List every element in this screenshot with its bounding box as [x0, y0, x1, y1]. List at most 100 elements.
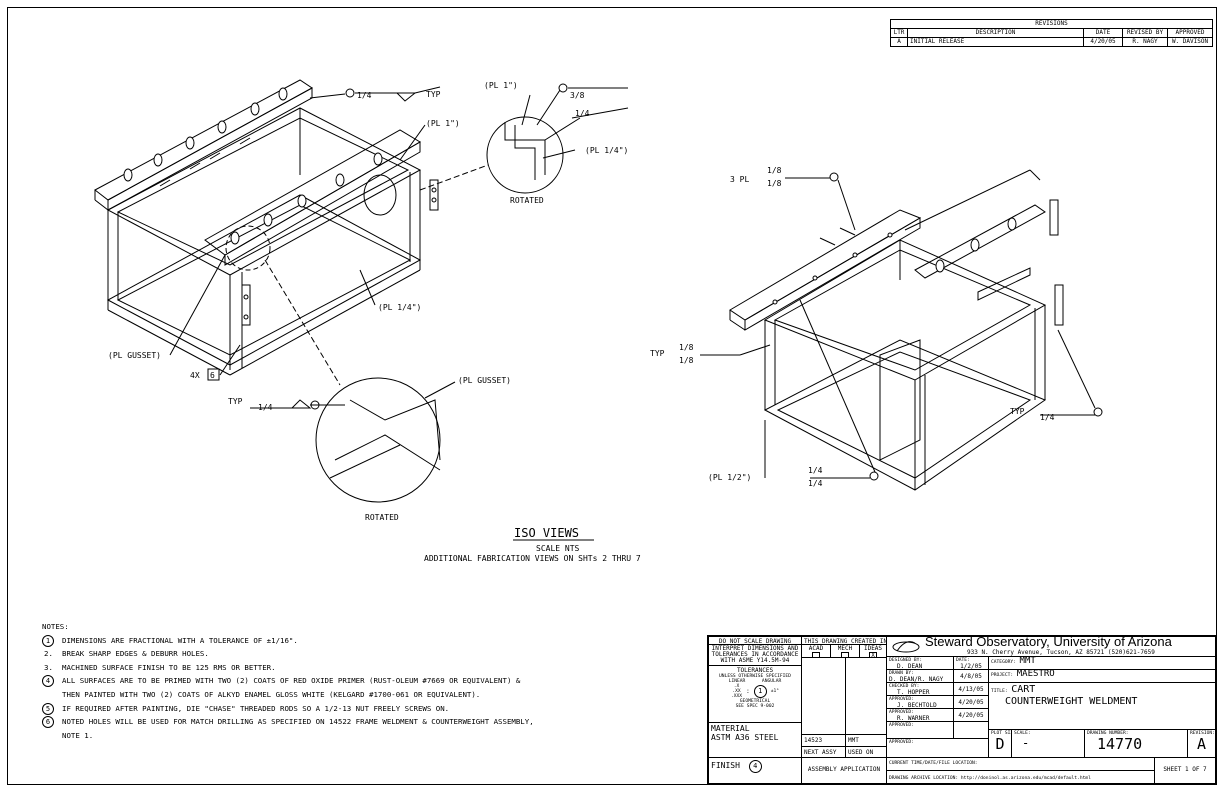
- left-callout-rotated-1: ROTATED: [510, 196, 544, 205]
- note-number: 4: [42, 675, 54, 688]
- title-line-2: COUNTERWEIGHT WELDMENT: [1005, 696, 1138, 707]
- note-item: 2.BREAK SHARP EDGES & DEBURR HOLES.: [42, 647, 534, 661]
- note-item-continuation: THEN PAINTED WITH TWO (2) COATS OF ALKYD…: [62, 689, 481, 699]
- title-cell: TITLE: CART COUNTERWEIGHT WELDMENT: [988, 682, 1216, 730]
- left-callout-qty: 4X: [190, 371, 200, 380]
- approved-2-cell: APPROVED:R. WARNER: [886, 708, 954, 722]
- used-on-col: [845, 657, 887, 735]
- view-additional-note: ADDITIONAL FABRICATION VIEWS ON SHTs 2 T…: [424, 554, 641, 563]
- left-callout-rotated-2: ROTATED: [365, 513, 399, 522]
- left-callout-note-ref: 6: [210, 371, 215, 380]
- drawn-date: 4/8/05: [953, 669, 989, 683]
- view-title: ISO VIEWS: [514, 526, 579, 540]
- scale-cell: SCALE:-: [1011, 729, 1085, 758]
- scale: -: [1022, 736, 1030, 750]
- right-callout-w18a: 1/8: [767, 166, 782, 175]
- org-address: 933 N. Cherry Avenue, Tucson, AZ 85721 (…: [967, 649, 1155, 656]
- drawing-number-cell: DRAWING NUMBER:14770: [1084, 729, 1188, 758]
- left-iso-frame-drawing: [94, 79, 629, 503]
- designed-by: D. DEAN: [897, 663, 923, 670]
- note-number: 6: [42, 716, 54, 729]
- approved-2: R. WARNER: [897, 715, 930, 722]
- left-callout-weld-14-b: 1/4: [258, 403, 273, 412]
- left-callout-typ: TYP: [426, 90, 441, 99]
- approved-1: J. BECHTOLD: [897, 702, 937, 709]
- left-callout-pl1-b: (PL 1"): [426, 119, 460, 128]
- left-callout-weld-38: 3/8: [570, 91, 585, 100]
- designed-date-cell: DATE:1/2/05: [953, 656, 989, 670]
- tolerance-ref: 1: [753, 685, 767, 698]
- finish-ref: 4: [748, 760, 762, 773]
- left-callout-pl-gusset-detail: (PL GUSSET): [458, 376, 511, 385]
- right-callout-pl3: 3 PL: [730, 175, 749, 184]
- left-callout-pl-gusset: (PL GUSSET): [108, 351, 161, 360]
- view-scale: SCALE NTS: [536, 544, 580, 553]
- approved-3-date: [953, 721, 989, 739]
- right-callout-w14a: 1/4: [808, 466, 823, 475]
- revision-cell: REVISION:A: [1187, 729, 1216, 758]
- tolerances-block: TOLERANCES UNLESS OTHERWISE SPECIFIED LI…: [708, 665, 802, 723]
- drawn-by: D. DEAN/R. NAGY: [889, 676, 944, 683]
- note-number: 2.: [44, 649, 53, 659]
- left-callout-weld-top: 1/4: [357, 91, 372, 100]
- drawing-number: 14770: [1097, 735, 1143, 753]
- revision: A: [1196, 735, 1207, 753]
- archive-cell: DRAWING ARCHIVE LOCATION: http://doninol…: [886, 770, 1155, 784]
- org-header: Steward Observatory, University of Arizo…: [886, 636, 1216, 657]
- left-callout-weld-14-detail: 1/4: [575, 109, 590, 118]
- drawn-by-cell: DRAWN BY:D. DEAN/R. NAGY: [886, 669, 954, 683]
- note-item-continuation: NOTE 1.: [62, 730, 94, 740]
- right-iso-frame-drawing: [700, 169, 1103, 491]
- interpret-note: INTERPRET DIMENSIONS AND TOLERANCES IN A…: [708, 644, 802, 666]
- note-item: 3.MACHINED SURFACE FINISH TO BE 125 RMS …: [42, 661, 534, 675]
- checked-by-cell: CHECKED BY:T. HOPPER: [886, 682, 954, 696]
- title-line-1: CART: [1011, 684, 1036, 695]
- approved-1-date: 4/20/05: [953, 695, 989, 709]
- notes-heading: NOTES:: [42, 622, 69, 631]
- right-callout-typ2: TYP: [1010, 407, 1025, 416]
- checked-date: 4/13/05: [953, 682, 989, 696]
- note-number: 5: [42, 702, 54, 715]
- observatory-logo: [892, 641, 920, 653]
- acad-box: ACAD: [801, 644, 831, 658]
- right-callout-w18b: 1/8: [767, 179, 782, 188]
- checked-by: T. HOPPER: [897, 689, 930, 696]
- category-cell: CATEGORY: MMT: [988, 656, 1216, 670]
- left-callout-typ2: TYP: [228, 397, 243, 406]
- plot-size-cell: PLOT SIZED: [988, 729, 1012, 758]
- approved-1-cell: APPROVED:J. BECHTOLD: [886, 695, 954, 709]
- plot-size: D: [995, 735, 1005, 753]
- left-callout-pl14-main: (PL 1/4"): [378, 303, 421, 312]
- note-6-ref-box: [207, 368, 220, 381]
- material-block: MATERIAL ASTM A36 STEEL: [708, 722, 802, 758]
- title-block: DO NOT SCALE DRAWING INTERPRET DIMENSION…: [707, 635, 1216, 784]
- category: MMT: [1019, 656, 1036, 666]
- left-callout-pl1-a: (PL 1"): [484, 81, 518, 90]
- org-name: Steward Observatory, University of Arizo…: [925, 636, 1172, 649]
- approved-4-cell: APPROVED:: [886, 738, 989, 758]
- finish-block: FINISH 4: [708, 757, 802, 784]
- right-callout-typ: TYP: [650, 349, 665, 358]
- drawing-frame: [7, 7, 1217, 785]
- assembly-application: ASSEMBLY APPLICATION: [801, 757, 887, 784]
- revisions-table: REVISIONS LTR DESCRIPTION DATE REVISED B…: [890, 19, 1213, 47]
- project: MAESTRO: [1016, 669, 1055, 679]
- right-callout-w18c: 1/8: [679, 343, 694, 352]
- iso-views-drawing: (PL 1") 1/4 TYP 3/8 1/4 (PL 1") (PL 1/4"…: [94, 79, 1103, 563]
- rev-row-approved: W. DAVISON: [1167, 37, 1213, 47]
- designed-by-cell: DESIGNED BY:D. DEAN: [886, 656, 954, 670]
- approved-2-date: 4/20/05: [953, 708, 989, 722]
- right-callout-w14c: 1/4: [1040, 413, 1055, 422]
- current-time-cell: CURRENT TIME/DATE/FILE LOCATION:: [886, 757, 1155, 771]
- project-cell: PROJECT: MAESTRO: [988, 669, 1216, 683]
- next-assy-col: [801, 657, 846, 735]
- approved-3-cell: APPROVED:: [886, 721, 954, 739]
- note-number: 3.: [44, 662, 53, 672]
- note-number: 1: [42, 634, 54, 647]
